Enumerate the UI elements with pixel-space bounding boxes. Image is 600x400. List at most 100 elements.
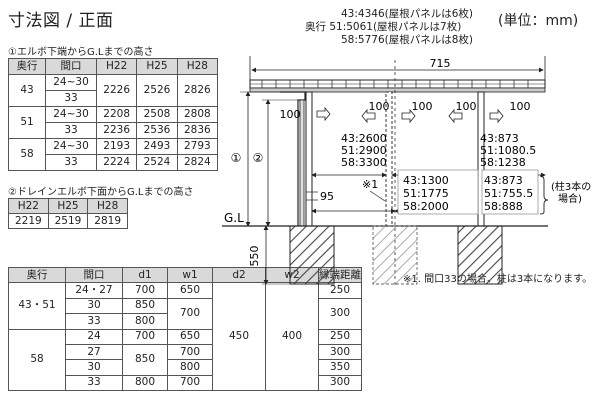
pillar-note-label: 場合) [558, 192, 582, 205]
pitch-label: 43:873 [480, 132, 519, 145]
column-header: H22 [95, 58, 138, 75]
column-header: 間口 [65, 266, 123, 284]
value-cell: 2226 [95, 74, 138, 107]
table-row: 30 850 700 300 [9, 297, 362, 330]
pitch-label: 51:755.5 [484, 187, 533, 200]
pitch-label: 43:873 [484, 174, 523, 187]
unit-label: (単位：mm) [498, 13, 579, 29]
table-row: 58 24 700 650 250 [8, 328, 362, 392]
d1-cell: 700 [122, 328, 168, 345]
pitch-label: 51:2900 [341, 144, 387, 157]
post-offset-markers: 100 100 100 100 100 [280, 100, 531, 124]
width-cell: 24~30 [45, 106, 97, 123]
value-cell: 2819 [87, 213, 128, 229]
pitch-labels: 43:2600 51:2900 58:3300 43:873 51:1080.5… [341, 132, 536, 169]
value-cell: 2824 [176, 154, 219, 171]
d1-cell: 700 [122, 282, 168, 299]
pitch-label: 58:1238 [480, 156, 526, 169]
table-row: 33 [9, 90, 218, 107]
value-cell: 2526 [136, 74, 178, 107]
edge-cell: 250 [318, 282, 362, 299]
table-row: 33 2224 2524 2824 [9, 154, 219, 171]
offset-label: 100 [510, 100, 531, 113]
table-row: 2219 2519 2819 [8, 213, 128, 229]
value-cell: 2224 [95, 154, 138, 171]
width-cell: 33 [65, 313, 123, 330]
w1-cell: 650 [167, 328, 213, 345]
edge-cell: 300 [318, 343, 362, 361]
foundation-table: 奥行 間口 d1 w1 d2 w2 縁端距離 43・51 24・27 700 6… [8, 266, 362, 392]
dim-550: 550 [248, 225, 290, 285]
edge-cell: 250 [318, 328, 362, 345]
note-mark: ※1 [362, 178, 378, 191]
table2-heading: ②ドレインエルボ下面からG.Lまでの高さ [8, 187, 194, 198]
width-cell: 24 [65, 328, 123, 345]
pitch-label: 58:2000 [403, 200, 449, 213]
pitch-label: 43:2600 [341, 132, 387, 145]
value-cell: 2236 [95, 122, 138, 139]
offset-label: 100 [280, 108, 301, 121]
width-cell: 24・27 [65, 282, 123, 299]
value-cell: 2519 [47, 213, 89, 229]
pitch-label: 58:888 [484, 200, 523, 213]
dim-95: 95 [306, 190, 334, 203]
pillar-note-label: (柱3本の [551, 180, 591, 193]
value-cell: 2836 [176, 122, 219, 139]
w1-cell: 700 [167, 374, 213, 392]
depth-cell: 58 [8, 328, 66, 392]
circle-1-label: ① [231, 151, 242, 165]
dim-550-label: 550 [248, 246, 261, 267]
depth-cell: 43・51 [8, 282, 66, 330]
width-cell: 30 [65, 359, 123, 376]
d1-cell: 800 [122, 313, 168, 330]
column-header: d2 [212, 266, 266, 284]
offset-label: 100 [412, 100, 433, 113]
depth-header: 43:4346(屋根パネルは6枚) 奥行 51:5061(屋根パネルは7枚) 5… [305, 8, 473, 47]
drain-height-table: H22 H25 H28 2219 2519 2819 [8, 198, 128, 229]
width-cell: 30 [65, 297, 123, 315]
value-cell: 2219 [8, 213, 49, 229]
offset-label: 100 [369, 100, 390, 113]
dim-95-label: 95 [320, 190, 334, 203]
value-cell: 2826 [176, 74, 219, 107]
pitch-label: 58:3300 [341, 156, 387, 169]
header-line: 奥行 51:5061(屋根パネルは7枚) [305, 21, 462, 33]
value-cell: 2208 [95, 106, 138, 123]
table-row: 33 800 700 300 [9, 374, 362, 392]
w2-cell: 400 [265, 282, 319, 392]
circle-2-label: ② [253, 151, 264, 165]
w1-cell: 700 [167, 343, 213, 361]
foundations [289, 225, 503, 285]
dim-715: 715 [249, 56, 546, 82]
dim-715-label: 715 [430, 57, 451, 70]
d2-cell: 450 [212, 282, 266, 392]
edge-cell: 300 [318, 297, 362, 330]
lower-pitch-labels: 43:1300 51:1775 58:2000 43:873 51:755.5 … [403, 174, 533, 213]
gl-label: G.L [224, 211, 244, 225]
w1-cell: 800 [167, 359, 213, 376]
header-line: 43:4346(屋根パネルは6枚) [341, 8, 473, 20]
pitch-label: 51:1775 [403, 187, 449, 200]
width-cell: 33 [45, 90, 97, 107]
value-cell: 2808 [176, 106, 219, 123]
pitch-label: 51:1080.5 [480, 144, 536, 157]
column-header: H28 [87, 198, 128, 214]
page-title: 寸法図 / 正面 [8, 11, 114, 31]
table-row: 33 800 [9, 313, 362, 330]
edge-cell: 350 [318, 359, 362, 376]
table-row: 33 2236 2536 2836 [9, 122, 219, 139]
depth-cell: 58 [8, 138, 46, 171]
elbow-height-table: 奥行 間口 H22 H25 H28 43 24~30 2226 2526 282… [8, 58, 219, 171]
column-header: d1 [122, 266, 168, 284]
roof-beam [249, 79, 546, 93]
w1-cell: 700 [167, 297, 213, 330]
edge-cell: 300 [318, 374, 362, 392]
height-dims [240, 91, 298, 227]
header-line: 58:5776(屋根パネルは8枚) [341, 34, 473, 46]
table1-heading: ①エルボ下端からG.Lまでの高さ [8, 47, 154, 58]
d1-cell: 800 [122, 374, 168, 392]
table-row: 43・51 24・27 700 650 450 400 250 [8, 282, 362, 392]
pitch-label: 43:1300 [403, 174, 449, 187]
width-cell: 33 [65, 374, 123, 392]
